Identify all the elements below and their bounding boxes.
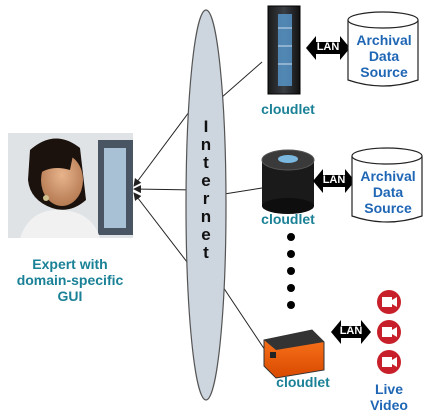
lan-link-1 [306,36,350,60]
internet-letter: t [203,153,209,172]
internet-letter: e [201,225,211,244]
source-line: Source [360,64,408,80]
internet-letter: n [200,207,212,226]
live-video-label: Live Video [357,381,421,413]
archival-source-label-2: Archival Data Source [352,168,424,216]
source-line: Archival [360,168,416,184]
expert-label: Expert with domain-specific GUI [0,256,140,304]
archival-data-source-cylinder-2 [351,147,423,223]
arrow-to-expert-1 [133,99,199,187]
source-line: Video [370,397,408,413]
lan-link-2 [313,169,355,193]
cloudlet-label-1: cloudlet [261,101,315,117]
internet-label: I n t e r n e t [194,118,218,262]
camera-icon-2 [377,320,401,344]
orange-server-icon [263,329,325,379]
camera-icon-1 [377,290,401,314]
camera-icon-3 [377,350,401,374]
source-line: Archival [356,32,412,48]
cloudlet-label-3: cloudlet [276,374,330,390]
source-line: Source [364,200,412,216]
source-line: Data [368,48,400,64]
lan-label-3: LAN [339,325,363,337]
lan-link-3 [331,320,371,344]
expert-label-line-3: GUI [57,288,83,305]
cylinder-server-icon [261,149,315,214]
source-line: Data [372,184,404,200]
archival-data-source-cylinder-1 [347,11,419,87]
archival-source-label-1: Archival Data Source [348,32,420,80]
expert-photo [8,133,133,238]
rack-server-icon [267,5,301,95]
internet-letter: e [201,171,211,190]
internet-letter: r [202,189,210,208]
cloudlet-label-2: cloudlet [261,211,315,227]
lan-label-2: LAN [322,174,346,186]
more-cloudlets-ellipsis [287,233,295,309]
internet-letter: I [203,117,209,136]
internet-letter: n [200,135,212,154]
expert-label-line-1: Expert with [32,256,108,272]
internet-letter: t [203,243,209,262]
source-line: Live [374,381,403,397]
internet-ellipse [185,9,227,401]
expert-label-line-2: domain-specific [16,272,124,289]
lan-label-1: LAN [316,41,340,53]
